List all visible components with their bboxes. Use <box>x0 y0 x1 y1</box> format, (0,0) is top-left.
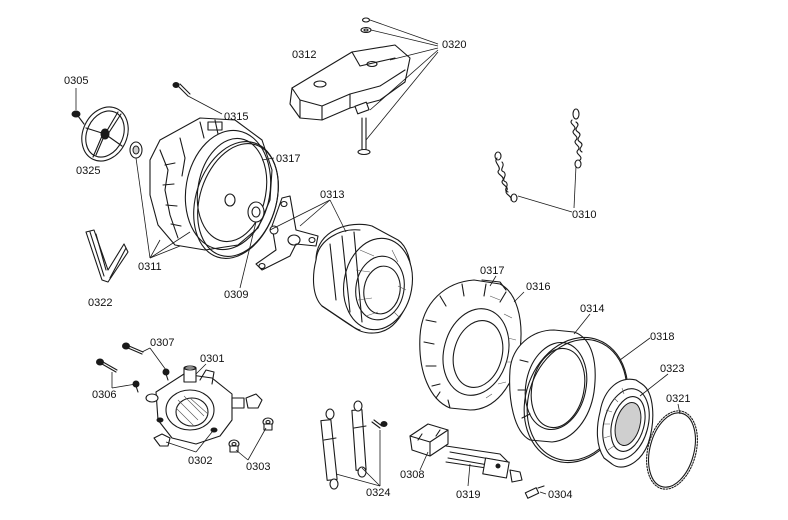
part-0309-bearing <box>247 201 265 223</box>
part-0306-screws <box>96 358 140 393</box>
label-0310: 0310 <box>572 209 596 221</box>
part-0322-belt <box>85 229 129 283</box>
leaders-front-tub <box>489 275 525 303</box>
part-number-labels: 0305 0325 0315 0317 0312 0320 0313 0310 … <box>64 39 690 501</box>
part-0312-top-bracket <box>289 44 411 121</box>
label-0317-front: 0317 <box>480 265 504 277</box>
label-0317-rear: 0317 <box>276 153 300 165</box>
part-0325-pulley <box>81 106 129 162</box>
label-0314: 0314 <box>580 303 604 315</box>
part-0314-front-cover <box>509 329 596 443</box>
label-0303: 0303 <box>246 461 270 473</box>
part-0317-gasket-rear <box>193 141 279 259</box>
label-0316: 0316 <box>526 281 550 293</box>
label-0306: 0306 <box>92 389 116 401</box>
part-0310-spring-right <box>570 108 583 169</box>
part-0307-screws <box>122 342 170 381</box>
label-0320: 0320 <box>442 39 466 51</box>
part-0316-front-tub <box>419 279 522 411</box>
leaders-rear-tub <box>135 95 275 289</box>
label-0307: 0307 <box>150 337 174 349</box>
leaders-0314-0318 <box>573 313 651 361</box>
leaders-heater <box>419 451 547 495</box>
label-0318: 0318 <box>650 331 674 343</box>
label-0313: 0313 <box>320 189 344 201</box>
label-0304: 0304 <box>548 489 572 501</box>
part-0302-clip <box>153 433 171 447</box>
label-0321: 0321 <box>666 393 690 405</box>
part-0320-fasteners <box>354 17 372 156</box>
leaders-0310 <box>517 165 577 213</box>
part-0321-clamp-ring <box>646 410 698 490</box>
part-rear-tub-half <box>149 117 273 251</box>
label-0323: 0323 <box>660 363 684 375</box>
part-0315-screw <box>172 82 191 97</box>
part-0323-door-seal <box>596 378 654 468</box>
leaders-0323 <box>639 373 669 397</box>
leaders-0313 <box>269 199 347 233</box>
label-0325: 0325 <box>76 165 100 177</box>
label-0311: 0311 <box>138 261 162 273</box>
leaders-0320 <box>365 19 439 141</box>
part-0317-gasket-front <box>481 279 507 291</box>
part-0313-drum <box>312 223 413 334</box>
label-0309: 0309 <box>224 289 248 301</box>
part-0324-shock-absorbers <box>320 400 388 490</box>
part-0310-spring-left <box>494 151 518 203</box>
part-0304-sensor <box>524 485 545 499</box>
leaders-0321 <box>677 403 681 415</box>
label-0324: 0324 <box>366 487 390 499</box>
label-0301: 0301 <box>200 353 224 365</box>
label-0312: 0312 <box>292 49 316 61</box>
part-0301-motor <box>145 365 245 445</box>
part-washer-0311 <box>129 141 143 159</box>
leaders-0324 <box>335 430 381 487</box>
label-0319: 0319 <box>456 489 480 501</box>
label-0305: 0305 <box>64 75 88 87</box>
leaders-motor <box>111 347 267 461</box>
part-0305-bolt <box>71 110 85 125</box>
label-0302: 0302 <box>188 455 212 467</box>
part-0308-heater-bracket <box>409 423 449 457</box>
label-0315: 0315 <box>224 111 248 123</box>
part-spider-arm <box>255 195 319 271</box>
part-0319-heater <box>445 445 523 483</box>
label-0308: 0308 <box>400 469 424 481</box>
label-0322: 0322 <box>88 297 112 309</box>
part-0303-bushings <box>228 393 274 453</box>
